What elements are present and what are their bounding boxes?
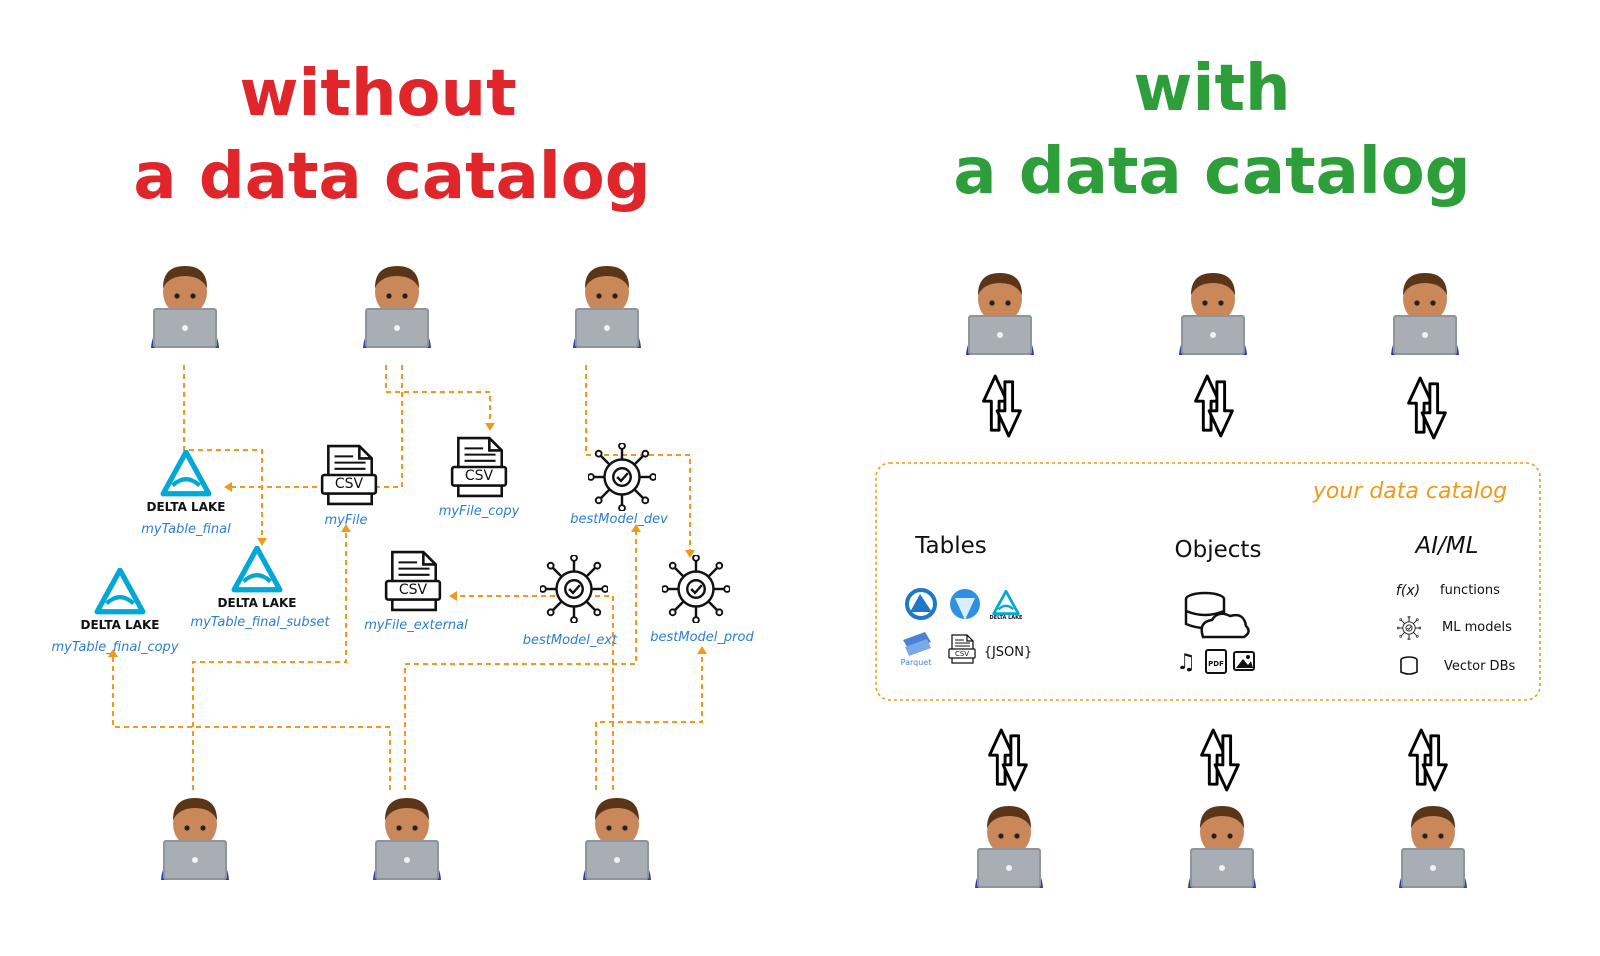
- model-asset-2: bestModel_ext: [523, 555, 618, 648]
- asset-label: bestModel_ext: [523, 633, 618, 648]
- delta-lake-asset-3: DELTA LAKE myTable_final_copy: [51, 570, 179, 655]
- bidirectional-arrow-icon: [1408, 728, 1448, 792]
- left-title-line1: without: [239, 57, 516, 131]
- aiml-item-ml-models: ML models: [1442, 620, 1512, 635]
- right-title-line2: a data catalog: [953, 135, 1470, 209]
- hudi-icon: [950, 589, 980, 620]
- person-avatar-right-bottom-2: [1188, 806, 1256, 888]
- person-avatar-left-top-2: [363, 266, 431, 348]
- person-avatar-left-top-1: [151, 266, 219, 348]
- csv-badge: CSV: [335, 476, 364, 492]
- asset-label: myFile_external: [364, 618, 468, 633]
- section-heading: AI/ML: [1414, 533, 1479, 559]
- csv-file-icon: [320, 444, 378, 506]
- messy-flow-lines: [112, 365, 703, 790]
- asset-label: myTable_final: [141, 522, 231, 537]
- vector-db-icon: [1400, 656, 1418, 675]
- delta-lake-icon: [163, 452, 209, 494]
- csv-badge: CSV: [955, 650, 969, 658]
- bidirectional-arrow-icon: [1407, 376, 1447, 440]
- function-icon: f(x): [1396, 583, 1420, 599]
- bidirectional-arrow-icon: [988, 728, 1028, 792]
- csv-file-icon: [384, 550, 442, 612]
- model-asset-3: bestModel_prod: [650, 555, 754, 645]
- asset-label: myFile: [324, 513, 367, 528]
- pdf-badge: PDF: [1208, 660, 1224, 668]
- bidirectional-arrow-icon: [982, 374, 1022, 438]
- delta-lake-icon: [234, 548, 280, 590]
- csv-file-icon: [948, 634, 976, 664]
- csv-file-icon: [450, 436, 508, 498]
- csv-asset-2: CSV myFile_copy: [439, 436, 520, 519]
- image-icon: [1233, 651, 1255, 671]
- person-avatar-right-bottom-1: [975, 806, 1043, 888]
- catalog-section-tables: Tables DELTA LAKE Parquet CSV {JSON}: [901, 533, 1033, 667]
- asset-label: myFile_copy: [439, 504, 520, 519]
- csv-badge: CSV: [399, 582, 428, 598]
- delta-lake-asset-2: DELTA LAKE myTable_final_subset: [190, 548, 330, 630]
- section-heading: Objects: [1175, 537, 1262, 563]
- ai-model-icon: [588, 443, 656, 511]
- asset-label: myTable_final_copy: [51, 640, 178, 655]
- delta-lake-asset-1: DELTA LAKE myTable_final: [141, 452, 231, 537]
- asset-label: bestModel_prod: [650, 630, 754, 645]
- section-heading: Tables: [914, 533, 986, 559]
- delta-lake-brand: DELTA LAKE: [147, 500, 226, 514]
- bidirectional-arrow-icon: [1194, 374, 1234, 438]
- catalog-name: your data catalog: [1312, 479, 1507, 504]
- person-avatar-left-bottom-2: [373, 798, 441, 880]
- flow-arrowheads: [108, 423, 707, 657]
- delta-lake-brand: DELTA LAKE: [990, 615, 1023, 621]
- catalog-section-objects: Objects ♫ PDF: [1175, 537, 1262, 675]
- catalog-section-aiml: AI/ML f(x) functions ML models Vector DB…: [1396, 533, 1515, 675]
- person-avatar-left-bottom-1: [161, 798, 229, 880]
- bidirectional-arrow-icon: [1200, 728, 1240, 792]
- asset-label: myTable_final_subset: [190, 615, 330, 630]
- json-label: {JSON}: [984, 645, 1033, 660]
- music-icon: ♫: [1176, 650, 1196, 675]
- left-title-line2: a data catalog: [133, 140, 650, 214]
- csv-asset-3: CSV myFile_external: [364, 550, 468, 633]
- person-avatar-right-top-2: [1179, 273, 1247, 355]
- aiml-item-vector-dbs: Vector DBs: [1444, 659, 1515, 674]
- iceberg-icon: [905, 588, 937, 620]
- delta-lake-icon: [97, 570, 143, 612]
- model-asset-1: bestModel_dev: [570, 443, 668, 527]
- aiml-item-functions: functions: [1440, 583, 1500, 598]
- ai-model-icon: [540, 555, 608, 623]
- csv-asset-1: CSV myFile: [320, 444, 378, 528]
- asset-label: bestModel_dev: [570, 512, 668, 527]
- parquet-icon: [903, 632, 931, 656]
- right-title-line1: with: [1133, 52, 1290, 126]
- person-avatar-right-top-3: [1391, 273, 1459, 355]
- delta-lake-brand: DELTA LAKE: [81, 618, 160, 632]
- person-avatar-left-bottom-3: [583, 798, 651, 880]
- data-catalog-box: your data catalog Tables DELTA LAKE Parq…: [875, 462, 1541, 701]
- person-avatar-right-top-1: [966, 273, 1034, 355]
- delta-lake-icon: [992, 590, 1020, 616]
- person-avatar-right-bottom-3: [1399, 806, 1467, 888]
- storage-cloud-icon: [1184, 591, 1250, 639]
- ml-model-icon: [1397, 616, 1421, 640]
- ai-model-icon: [662, 555, 730, 623]
- pdf-file-icon: [1205, 649, 1227, 674]
- delta-lake-brand: DELTA LAKE: [218, 596, 297, 610]
- parquet-label: Parquet: [901, 658, 932, 667]
- person-avatar-left-top-3: [573, 266, 641, 348]
- csv-badge: CSV: [465, 468, 494, 484]
